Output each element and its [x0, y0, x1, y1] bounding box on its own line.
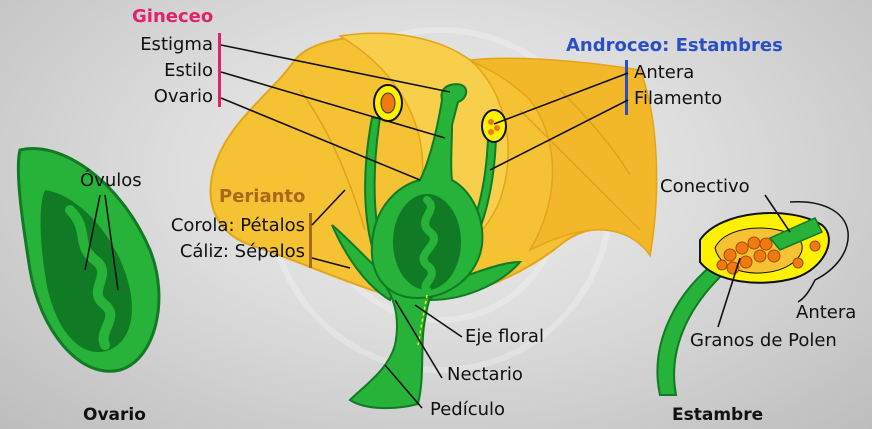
estigma-label: Estigma [140, 34, 213, 56]
ovulos-label: Óvulos [80, 170, 142, 192]
androceo-bracket [625, 60, 628, 115]
granos-polen-label: Granos de Polen [690, 330, 837, 352]
perianto-header: Perianto [219, 186, 305, 208]
ovario-caption: Ovario [83, 404, 146, 426]
pedicel [350, 280, 440, 408]
caliz-label: Cáliz: Sépalos [180, 241, 305, 263]
androceo-header: Androceo: Estambres [566, 35, 783, 57]
antera-label: Antera [634, 62, 694, 84]
corola-label: Corola: Pétalos [171, 215, 305, 237]
estilo-label: Estilo [164, 60, 213, 82]
gineceo-header: Gineceo [132, 6, 213, 28]
filamento-label: Filamento [634, 88, 722, 110]
estambre-caption: Estambre [672, 404, 763, 426]
stamen-detail [657, 202, 848, 395]
antera-detalle-label: Antera [796, 302, 856, 324]
nectario-label: Nectario [447, 364, 523, 386]
conectivo-label: Conectivo [660, 176, 750, 198]
eje-floral-label: Eje floral [465, 326, 544, 348]
pediculo-label: Pedículo [430, 399, 505, 421]
perianto-bracket [309, 213, 312, 268]
gineceo-bracket [218, 33, 221, 107]
ovario-label: Ovario [154, 86, 213, 108]
